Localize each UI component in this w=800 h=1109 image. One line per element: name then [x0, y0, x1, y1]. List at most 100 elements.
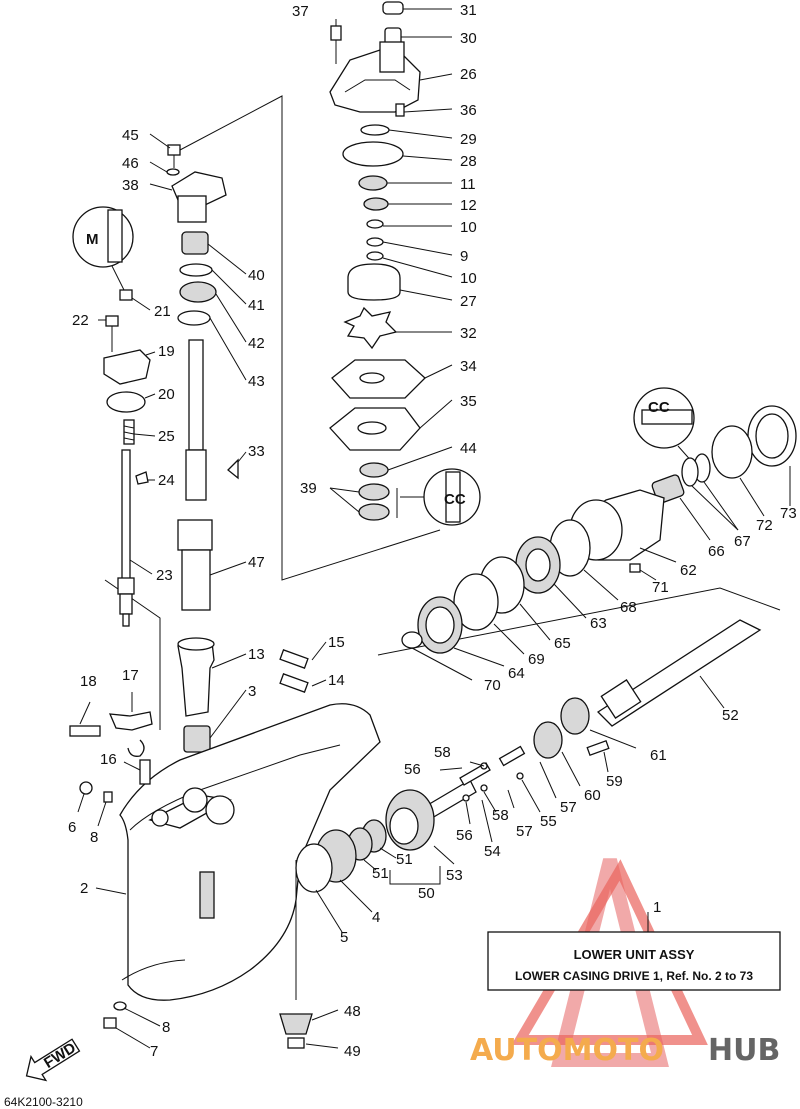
o-ring-43	[177, 310, 211, 326]
impeller-32	[343, 306, 398, 350]
drive-shaft-47	[188, 339, 204, 451]
callout-38: 38	[122, 177, 139, 194]
callout-41: 41	[248, 297, 265, 314]
callout-26: 26	[460, 66, 477, 83]
shift-rod-group: M	[72, 206, 151, 627]
o-ring-28	[342, 141, 404, 167]
callout-59: 59	[606, 773, 623, 790]
bolt-7	[103, 1017, 117, 1029]
watermark-text-automoto: AUTOMOTO	[470, 1033, 664, 1068]
callout-27: 27	[460, 293, 477, 310]
fwd-arrow: FWD	[25, 1038, 81, 1082]
callout-9: 9	[460, 248, 468, 265]
sleeve-13	[177, 641, 215, 717]
callout-58a: 58	[434, 744, 451, 761]
callout-69: 69	[528, 651, 545, 668]
title-box-ref-number: 1	[653, 899, 661, 916]
anode-mark	[199, 871, 215, 919]
callout-25: 25	[158, 428, 175, 445]
callout-62: 62	[680, 562, 697, 579]
shim-41	[179, 263, 213, 277]
seal-39a	[358, 483, 390, 501]
callout-57a: 57	[560, 799, 577, 816]
pump-leaders	[329, 8, 453, 513]
callout-6: 6	[68, 819, 76, 836]
callout-37: 37	[292, 3, 309, 20]
washer-8a	[103, 791, 113, 803]
o-ring-67b	[681, 457, 699, 487]
callout-68: 68	[620, 599, 637, 616]
washer-10b	[366, 251, 384, 261]
callout-10a: 10	[460, 219, 477, 236]
callout-12: 12	[460, 197, 477, 214]
shift-rod-retainer-19	[103, 349, 151, 385]
title-box-title: LOWER UNIT ASSY	[574, 947, 695, 962]
shim-69	[453, 573, 499, 631]
right-leaders	[305, 466, 791, 1049]
callout-17: 17	[122, 667, 139, 684]
callout-63: 63	[590, 615, 607, 632]
impeller-housing-27	[347, 263, 401, 301]
dog-clutch-61	[560, 697, 590, 735]
callout-53: 53	[446, 867, 463, 884]
nut-49	[287, 1037, 305, 1049]
callout-60: 60	[584, 787, 601, 804]
key-33	[227, 458, 239, 480]
screw-18	[69, 725, 101, 737]
o-ring-29	[360, 124, 390, 136]
callout-19: 19	[158, 343, 175, 360]
shift-rod-23	[121, 449, 131, 581]
pump-housing-26	[329, 49, 421, 113]
callout-36: 36	[460, 102, 477, 119]
callout-14: 14	[328, 672, 345, 689]
propeller-shaft-group: CC	[279, 387, 797, 1049]
callout-64: 64	[508, 665, 525, 682]
callout-46: 46	[122, 155, 139, 172]
bolt-45	[167, 144, 181, 156]
pin-59	[586, 739, 610, 757]
callout-71: 71	[652, 579, 669, 596]
callout-42: 42	[248, 335, 265, 352]
shim-70	[401, 631, 423, 649]
svg-text:CC: CC	[444, 491, 466, 508]
callout-20: 20	[158, 386, 175, 403]
callout-45: 45	[122, 127, 139, 144]
pinion-48	[279, 1013, 313, 1035]
callout-11: 11	[460, 176, 476, 193]
callout-43: 43	[248, 373, 265, 390]
callout-57b: 57	[516, 823, 533, 840]
washer-72	[711, 425, 753, 479]
callout-28: 28	[460, 153, 477, 170]
clip-24	[135, 471, 149, 485]
callout-13: 13	[248, 646, 265, 663]
pin-36	[395, 103, 405, 117]
grommet-31	[382, 1, 404, 15]
callout-58b: 58	[492, 807, 509, 824]
callout-10b: 10	[460, 270, 477, 287]
title-box: 1 LOWER UNIT ASSY LOWER CASING DRIVE 1, …	[487, 899, 781, 991]
callout-15: 15	[328, 634, 345, 651]
bolt-16	[139, 759, 151, 785]
callout-51b: 51	[372, 865, 389, 882]
callout-50: 50	[418, 885, 435, 902]
seal-44	[359, 462, 389, 478]
lower-casing-2	[119, 703, 381, 1001]
key-9	[366, 237, 384, 247]
callout-56a: 56	[404, 761, 421, 778]
spring-55	[498, 745, 526, 767]
callout-23: 23	[156, 567, 173, 584]
callout-32: 32	[460, 325, 477, 342]
svg-text:CC: CC	[648, 399, 670, 416]
callout-5: 5	[340, 929, 348, 946]
callout-73: 73	[780, 505, 797, 522]
callout-29: 29	[460, 131, 477, 148]
bolt-6	[79, 781, 93, 795]
bolt-37-head	[330, 25, 342, 41]
watermark-text-hub: HUB	[708, 1033, 780, 1068]
callout-35: 35	[460, 393, 477, 410]
callout-30: 30	[460, 30, 477, 47]
m-grease-icon	[72, 206, 134, 268]
drive-shaft-group	[166, 144, 309, 753]
casing-leaders	[77, 692, 161, 1049]
washer-46	[166, 168, 180, 176]
